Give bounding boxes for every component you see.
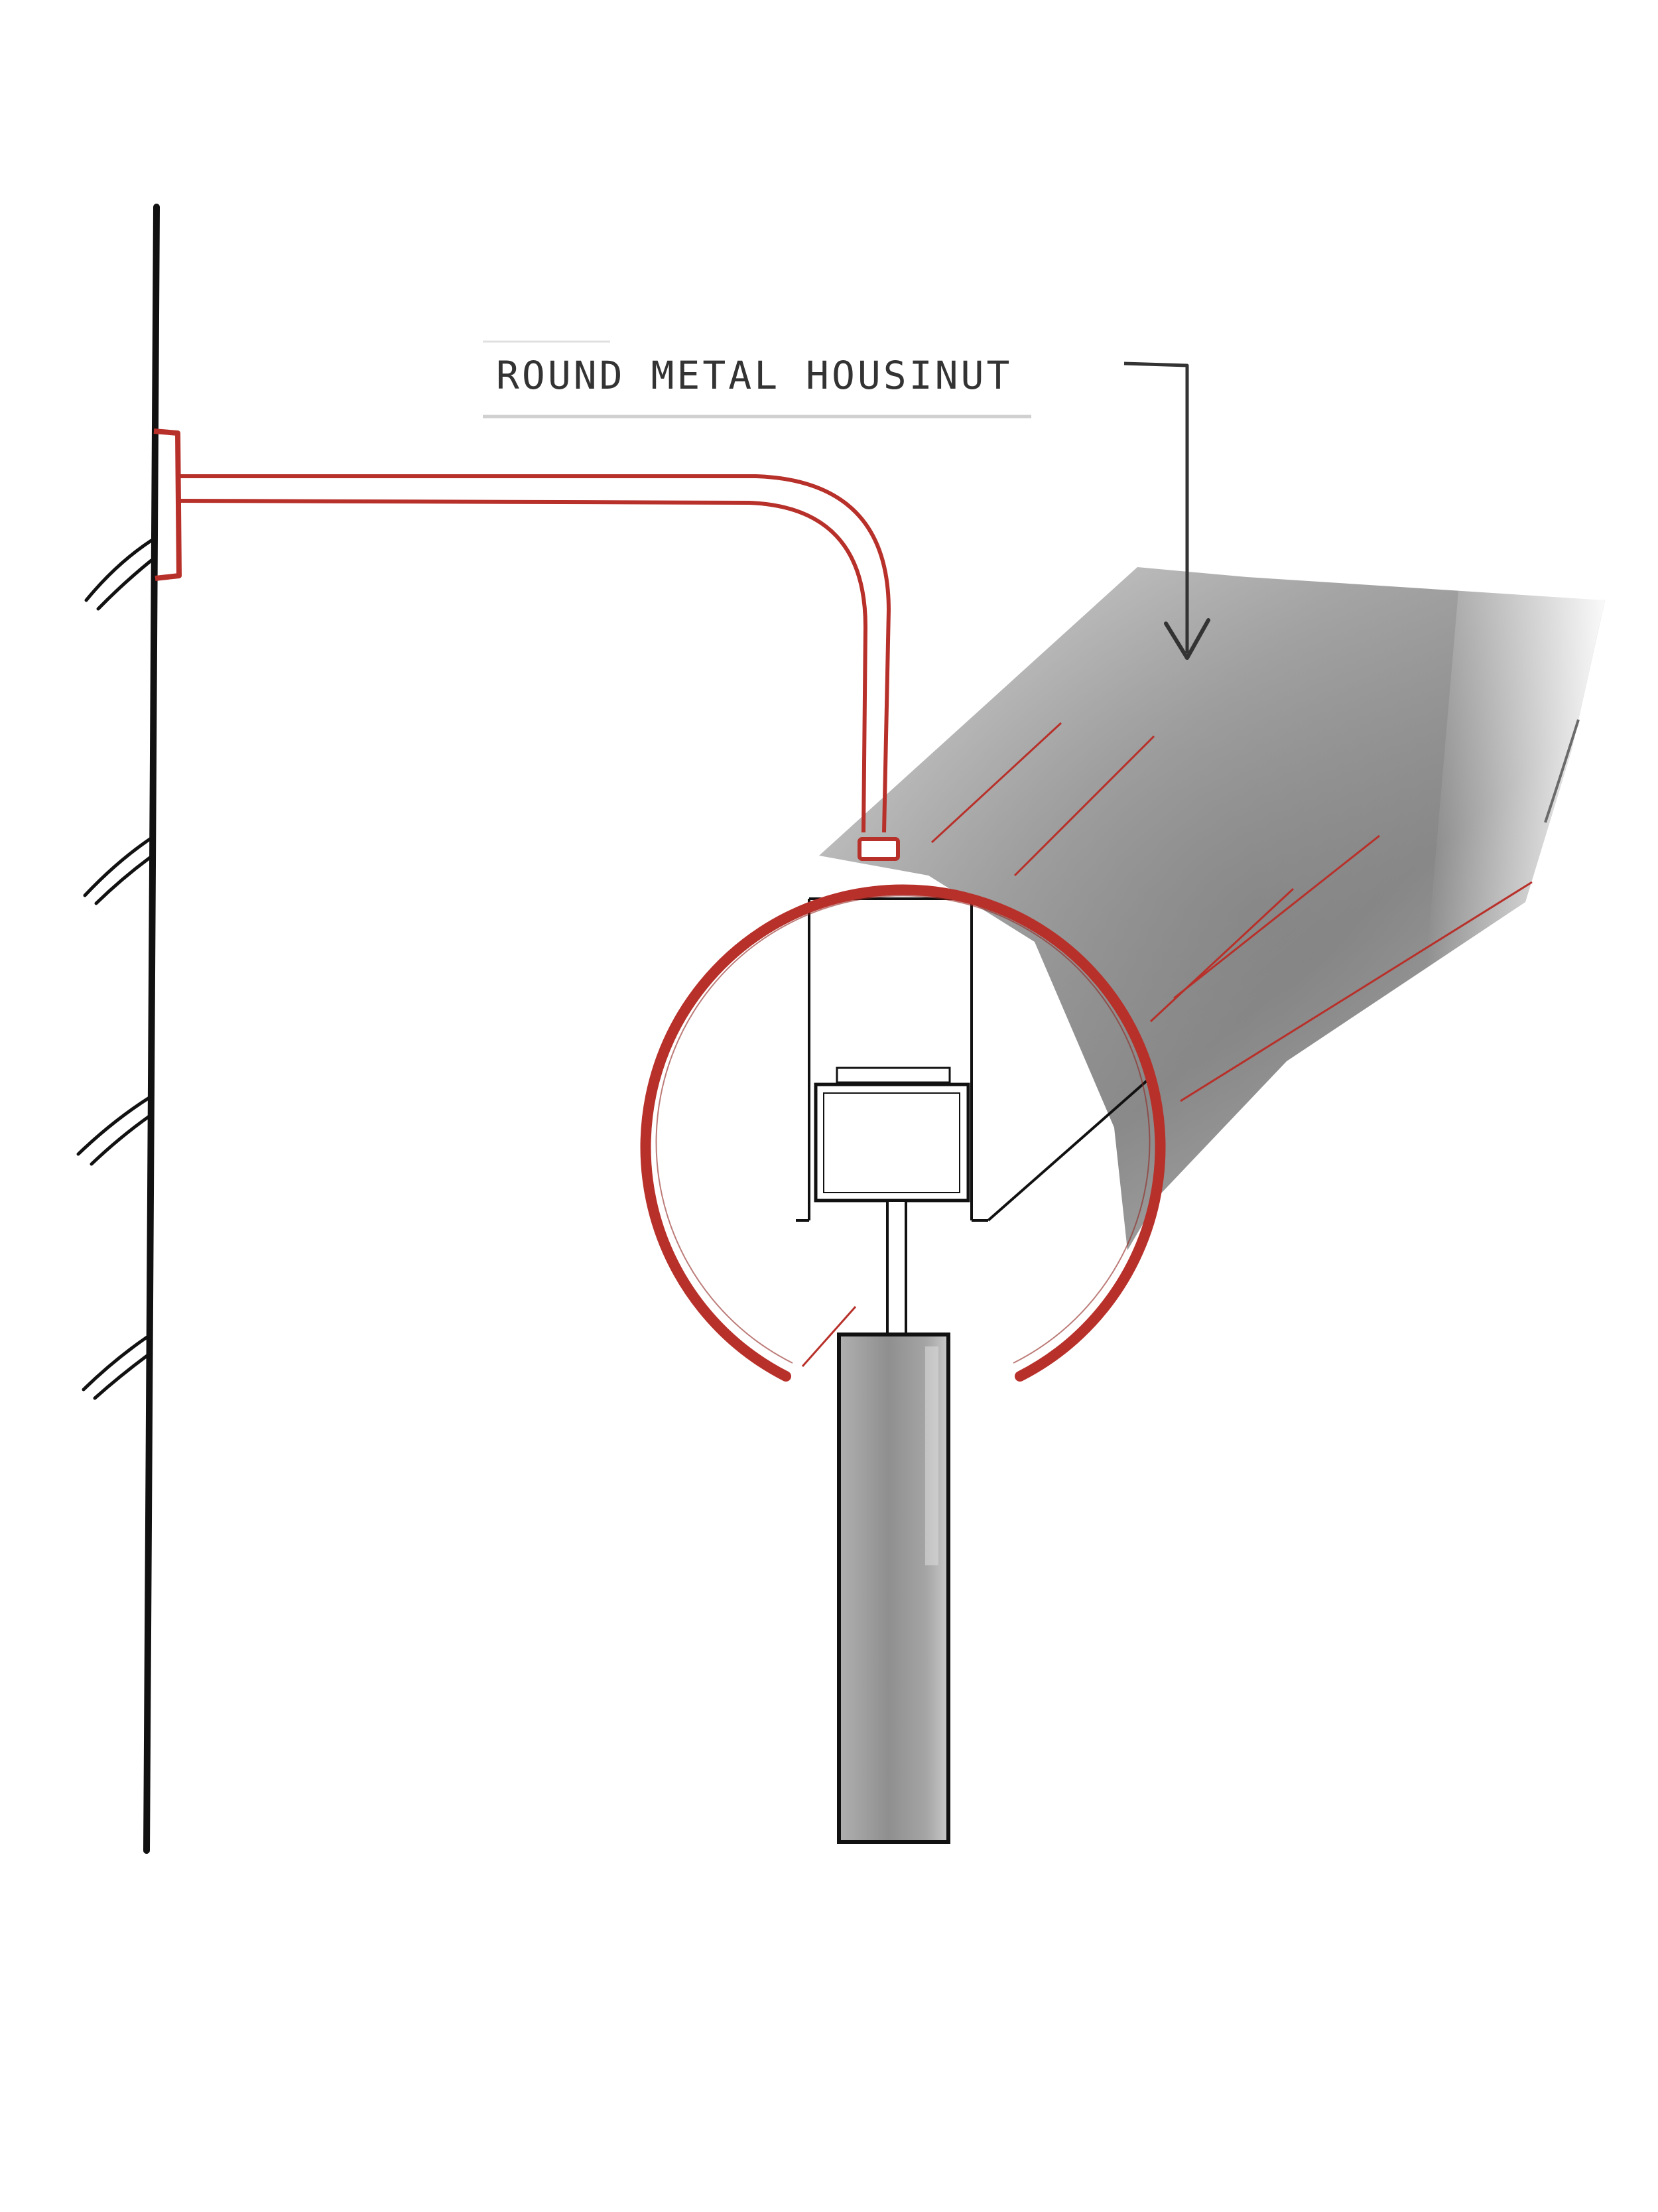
support-bracket bbox=[153, 428, 900, 861]
pendant-assembly bbox=[801, 1199, 950, 1844]
wall bbox=[76, 204, 160, 1854]
housing-fade bbox=[1426, 584, 1605, 968]
inner-channel bbox=[796, 897, 988, 1222]
pendant-stem bbox=[886, 1199, 907, 1338]
bracket-arm-top bbox=[178, 474, 891, 833]
housing-far-rim bbox=[1544, 719, 1580, 823]
housing-ring-inner bbox=[655, 895, 1151, 1364]
driver-box bbox=[814, 1082, 970, 1203]
bracket-arm-bottom bbox=[177, 499, 867, 833]
housing-lower-edge bbox=[987, 1073, 1155, 1222]
callout-label: ROUND METAL HOUSINUT bbox=[496, 353, 1012, 398]
wall-hatch-icon bbox=[76, 539, 153, 1400]
round-metal-housing bbox=[819, 567, 1605, 1250]
callout: ROUND METAL HOUSINUT bbox=[483, 340, 1210, 660]
arrow-down-icon bbox=[1164, 618, 1210, 660]
housing-ring bbox=[640, 884, 1166, 1382]
bracket-clamp bbox=[858, 837, 900, 861]
pendant-highlight bbox=[925, 1346, 938, 1565]
wall-plate bbox=[153, 428, 182, 581]
driver-cap bbox=[836, 1067, 951, 1084]
wall-line bbox=[143, 204, 160, 1854]
housing-red-lines bbox=[930, 722, 1533, 1102]
callout-leader bbox=[1123, 361, 1189, 653]
driver-box-inner bbox=[823, 1092, 960, 1193]
housing-shadow bbox=[819, 567, 1605, 1250]
red-accent-left bbox=[801, 1306, 857, 1367]
